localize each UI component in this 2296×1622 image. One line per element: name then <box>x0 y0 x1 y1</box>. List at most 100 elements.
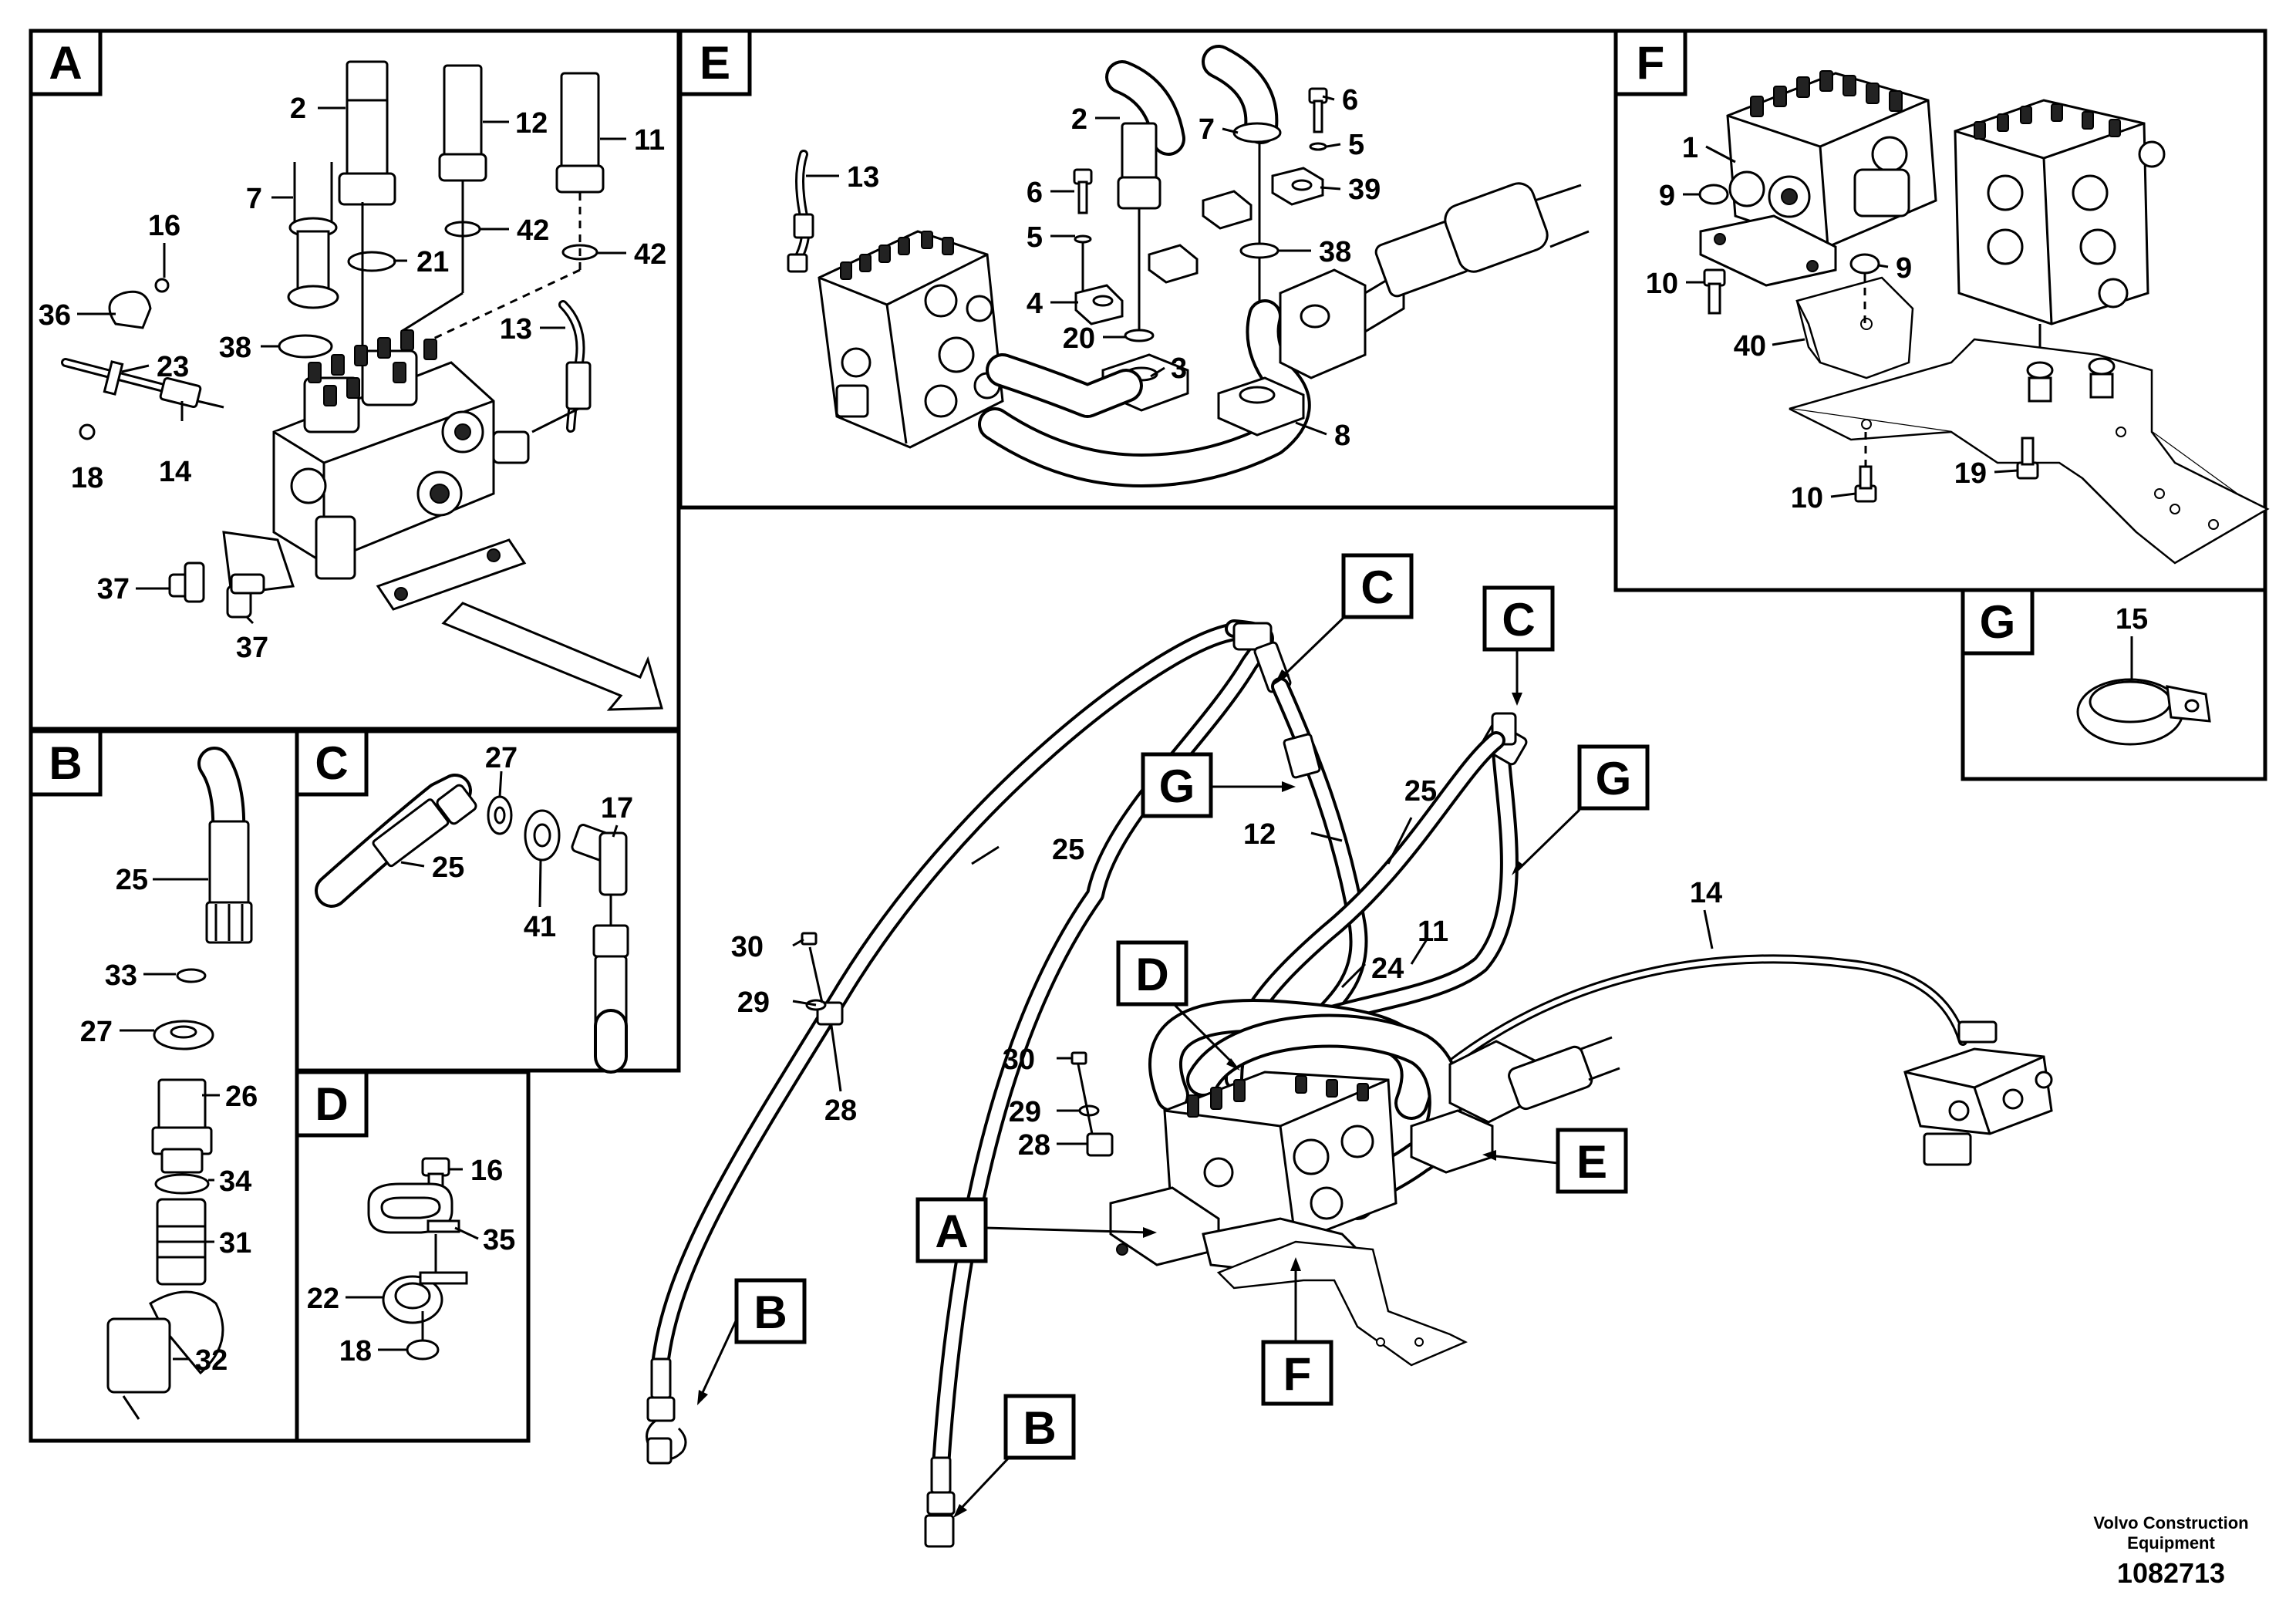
hose-25-icon <box>197 747 253 944</box>
tube-7e-icon <box>1202 45 1282 309</box>
panel-b: B <box>29 729 299 1443</box>
ref-e-38: 38 <box>1319 236 1351 268</box>
svg-text:G: G <box>1159 760 1195 812</box>
ref-m-25b: 25 <box>1404 775 1437 808</box>
panel-f: F <box>1613 29 2270 592</box>
bolt-19-icon <box>2016 437 2039 480</box>
o-ring-38e-icon <box>1239 242 1279 259</box>
ref-f-9b: 9 <box>1896 252 1912 285</box>
brand-line-1: Volvo Construction <box>2093 1513 2248 1533</box>
main-base-bracket-icon <box>1216 1240 1468 1367</box>
callout-c-2: C <box>1482 585 1555 706</box>
panel-d-label: D <box>315 1078 348 1130</box>
elbow-17-icon <box>571 824 629 1074</box>
panel-f-label: F <box>1637 37 1665 89</box>
quick-coupling-1-icon <box>646 1357 687 1465</box>
ref-m-30a: 30 <box>731 931 764 963</box>
ref-b-27: 27 <box>80 1016 113 1048</box>
nut-18-icon <box>79 423 96 440</box>
clamp-36-icon <box>108 278 170 329</box>
bolt-10a-icon <box>1703 268 1726 315</box>
clamp-28b-icon <box>1070 1051 1114 1157</box>
ref-e-8: 8 <box>1334 420 1350 452</box>
footer: Volvo Construction Equipment 1082713 <box>2093 1513 2248 1589</box>
dust-cap-32-icon <box>106 1290 224 1420</box>
ref-m-14: 14 <box>1690 877 1722 909</box>
ref-f-1: 1 <box>1682 132 1698 164</box>
ref-m-29b: 29 <box>1009 1096 1041 1128</box>
panel-c: C 25 27 <box>295 729 681 1074</box>
panel-e: E <box>678 29 1618 510</box>
ref-c-25: 25 <box>432 851 464 884</box>
clamp-28a-icon <box>801 932 844 1026</box>
o-ring-20-icon <box>1124 329 1155 342</box>
ref-c-41: 41 <box>524 911 556 943</box>
panel-g-label: G <box>1980 596 2016 648</box>
ref-a-2: 2 <box>290 93 306 125</box>
ref-a-37b: 37 <box>236 632 268 664</box>
ref-a-21: 21 <box>416 246 449 278</box>
ref-e-7: 7 <box>1199 113 1215 146</box>
ref-m-12: 12 <box>1243 818 1276 851</box>
panel-e-label: E <box>700 37 730 89</box>
ref-d-22: 22 <box>307 1283 339 1315</box>
main-assembly: 25 25 12 11 24 14 30 29 28 30 29 28 C C … <box>646 553 2053 1548</box>
control-valve-icon <box>222 329 530 611</box>
ref-b-25: 25 <box>116 864 148 896</box>
ref-b-34: 34 <box>219 1165 251 1198</box>
panel-a-label: A <box>49 37 82 89</box>
svg-text:G: G <box>1596 753 1632 804</box>
ref-e-39: 39 <box>1348 174 1381 206</box>
panel-g: G 15 <box>1961 588 2267 781</box>
ref-a-42a: 42 <box>517 214 549 247</box>
ref-b-32: 32 <box>195 1344 228 1377</box>
hose-2e-icon <box>1105 60 1185 339</box>
ref-b-26: 26 <box>225 1081 258 1113</box>
adapter-26-icon <box>151 1078 213 1174</box>
ref-a-16: 16 <box>148 210 180 242</box>
callout-b-2: B <box>953 1394 1076 1518</box>
svg-text:B: B <box>754 1286 787 1338</box>
callout-f: F <box>1261 1257 1333 1406</box>
control-valve-e-icon <box>818 230 1004 449</box>
ref-a-37a: 37 <box>97 573 130 605</box>
ref-a-7: 7 <box>246 183 262 215</box>
ref-m-29a: 29 <box>737 986 770 1019</box>
callout-c-1: C <box>1274 553 1414 685</box>
ref-d-18: 18 <box>339 1335 372 1367</box>
control-valve-f2-icon <box>1954 99 2166 455</box>
ref-d-35: 35 <box>483 1224 515 1256</box>
control-valve-f-icon <box>1699 70 1937 287</box>
washer-41-icon <box>524 809 561 862</box>
svg-text:C: C <box>1502 594 1535 646</box>
ref-a-11: 11 <box>634 124 665 157</box>
clamp-4-icon <box>1074 284 1124 325</box>
brand-line-2: Equipment <box>2127 1533 2215 1553</box>
panel-d: D 16 35 22 18 <box>295 1070 531 1443</box>
ref-a-18: 18 <box>71 462 103 494</box>
panel-a: A <box>29 29 681 731</box>
ref-a-13: 13 <box>500 313 532 346</box>
ref-m-24: 24 <box>1371 953 1404 985</box>
panel-c-label: C <box>315 737 348 789</box>
o-ring-33-icon <box>176 968 207 983</box>
callout-a: A <box>915 1197 1157 1263</box>
clamp-e2-icon <box>1148 244 1199 284</box>
ref-e-5b: 5 <box>1348 129 1364 161</box>
callout-d: D <box>1116 940 1240 1071</box>
cable-14-main-icon <box>1445 954 1998 1069</box>
clamp-e-icon <box>1202 190 1253 230</box>
hose-13-icon <box>531 300 592 433</box>
ref-a-42b: 42 <box>634 238 666 271</box>
panel-b-label: B <box>49 737 82 789</box>
nut-9a-icon <box>1698 184 1729 205</box>
hose-13e-icon <box>787 150 814 273</box>
ref-m-28a: 28 <box>824 1094 857 1127</box>
ref-a-14: 14 <box>159 456 191 488</box>
manifold-e-icon <box>1279 182 1590 379</box>
ref-f-40: 40 <box>1734 330 1766 363</box>
svg-text:F: F <box>1283 1348 1312 1400</box>
quick-coupling-2-icon <box>924 1456 956 1548</box>
ref-c-27: 27 <box>485 742 518 774</box>
ref-a-12: 12 <box>515 107 548 140</box>
